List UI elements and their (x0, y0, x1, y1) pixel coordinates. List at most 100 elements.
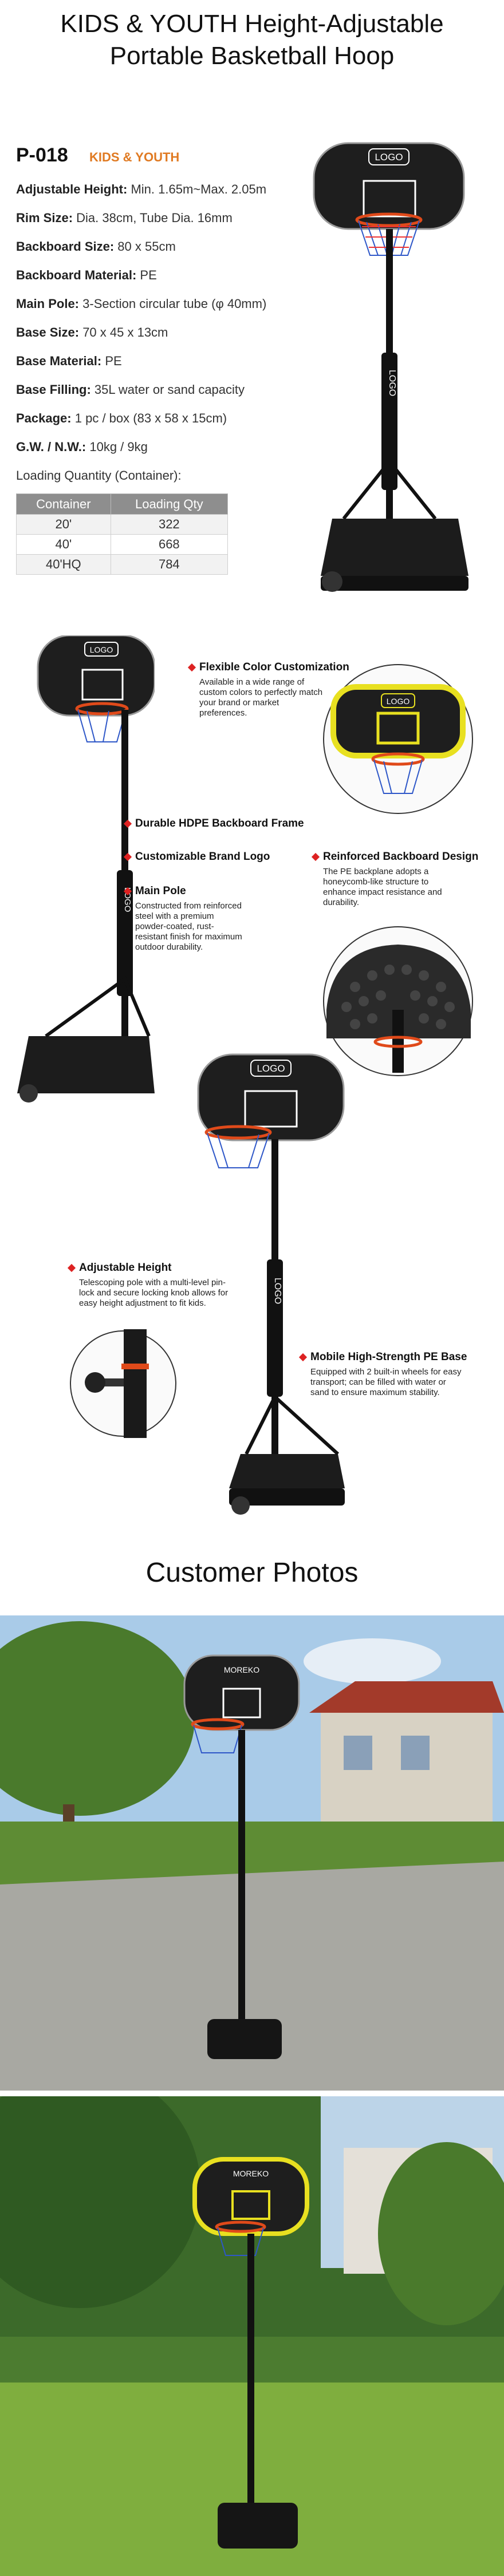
table-row: 40' 668 (16, 534, 229, 555)
net (193, 1725, 242, 1753)
base (321, 519, 468, 576)
inset-pin-lock (70, 1329, 176, 1438)
loading-quantity-table: Container Loading Qty 20' 322 40' 668 40… (16, 493, 229, 575)
backplane-surface (326, 945, 471, 1038)
logo-text: LOGO (375, 152, 403, 163)
callout-marker (67, 1263, 76, 1273)
pole (238, 1730, 245, 2050)
customer-photo-1: MOREKO (0, 1615, 504, 2091)
table-cell: 20' (16, 514, 111, 535)
net (207, 1133, 270, 1168)
model-subtitle: KIDS & YOUTH (89, 150, 180, 164)
feature-color-customization: Flexible Color Customization Available i… (187, 661, 361, 718)
callout-marker (187, 663, 196, 672)
table-cell: 668 (110, 534, 229, 555)
feature-main-pole: Main Pole Constructed from reinforced st… (123, 885, 262, 953)
net (373, 760, 423, 794)
feature-title: Reinforced Backboard Design (323, 851, 479, 863)
brand-text: MOREKO (233, 2169, 269, 2178)
spec-label: Rim Size: (16, 211, 73, 225)
feature-desc: Constructed from reinforced steel with a… (135, 901, 242, 952)
spec-row: Base Material: PE (16, 354, 122, 369)
base (229, 1454, 345, 1488)
spec-row: Package: 1 pc / box (83 x 58 x 15cm) (16, 411, 227, 426)
table-header: Container (16, 493, 111, 515)
rim (355, 212, 423, 227)
backboard (197, 1053, 345, 1141)
net (217, 2227, 264, 2256)
spec-value: 70 x 45 x 13cm (82, 325, 168, 339)
base (207, 2019, 282, 2059)
table-cell: 40' (16, 534, 111, 555)
backboard-target-square (81, 669, 124, 701)
spec-value: 1 pc / box (83 x 58 x 15cm) (74, 411, 227, 425)
spec-row: Rim Size: Dia. 38cm, Tube Dia. 16mm (16, 211, 233, 226)
pole-logo-text: LOGO (123, 887, 132, 912)
base-bottom (321, 576, 468, 591)
customer-photos-heading: Customer Photos (145, 1558, 359, 1588)
spec-value: PE (140, 268, 157, 282)
logo-text: LOGO (90, 645, 113, 654)
page-title: KIDS & YOUTH Height-Adjustable Portable … (0, 8, 504, 72)
spec-row: Base Filling: 35L water or sand capacity (16, 382, 245, 397)
feature-reinforced-backboard: Reinforced Backboard Design The PE backp… (311, 851, 496, 908)
spec-row: Adjustable Height: Min. 1.65m~Max. 2.05m (16, 182, 266, 197)
house-roof (309, 1681, 504, 1713)
support-brace (45, 976, 151, 1038)
logo-text: LOGO (387, 697, 410, 706)
house-window (401, 1736, 430, 1770)
pole-sleeve (117, 870, 133, 996)
backboard-target-square (363, 180, 416, 218)
logo-box (250, 1060, 292, 1077)
spec-label: Package: (16, 411, 72, 425)
yellow-backboard (330, 684, 466, 758)
feature-title: Adjustable Height (79, 1262, 172, 1274)
rim (191, 1718, 245, 1730)
wheel (231, 1496, 250, 1515)
rim (75, 702, 129, 716)
logo-box (381, 693, 415, 708)
spec-value: Dia. 38cm, Tube Dia. 16mm (76, 211, 233, 225)
cloud (304, 1638, 441, 1684)
pole-section (124, 1329, 147, 1438)
pole-ring (121, 1364, 149, 1369)
title-line-1: KIDS & YOUTH Height-Adjustable (60, 10, 444, 38)
logo-box (368, 148, 410, 165)
yellow-target-square (231, 2190, 270, 2220)
rim (371, 752, 425, 766)
table-header: Loading Qty (110, 493, 229, 515)
table-cell: 40'HQ (16, 554, 111, 575)
base (218, 2503, 298, 2549)
feature-hdpe-frame: Durable HDPE Backboard Frame (123, 817, 304, 830)
feature-desc: Equipped with 2 built-in wheels for easy… (310, 1367, 462, 1397)
spec-value: 10kg / 9kg (89, 440, 148, 454)
spec-value: PE (105, 354, 122, 368)
pole-sleeve (267, 1259, 283, 1397)
spec-label: Backboard Material: (16, 268, 137, 282)
support-brace (245, 1394, 340, 1456)
spec-row: Main Pole: 3-Section circular tube (φ 40… (16, 297, 266, 311)
spec-label: Backboard Size: (16, 239, 115, 254)
feature-title: Flexible Color Customization (199, 661, 349, 673)
callout-marker (123, 819, 132, 828)
spec-label: Adjustable Height: (16, 182, 128, 196)
feature-image-hoop-2: LOGO LOGO (197, 1053, 345, 1515)
pole (247, 2234, 254, 2531)
spec-value: 80 x 55cm (117, 239, 176, 254)
backboard (37, 635, 155, 717)
feature-adjustable-height: Adjustable Height Telescoping pole with … (67, 1262, 241, 1309)
rim (215, 2221, 266, 2233)
base (17, 1036, 155, 1093)
rim (204, 1125, 272, 1140)
backboard-target-square (244, 1090, 298, 1128)
spec-row: Backboard Material: PE (16, 268, 157, 283)
road (0, 1862, 504, 2091)
title-line-2: Portable Basketball Hoop (109, 42, 395, 70)
wheel (19, 1084, 38, 1103)
backboard-target-square (222, 1688, 261, 1718)
table-cell: 784 (110, 554, 229, 575)
customer-photo-2: MOREKO (0, 2096, 504, 2576)
spec-value: Min. 1.65m~Max. 2.05m (131, 182, 267, 196)
spec-label: Base Material: (16, 354, 102, 368)
feature-desc: Available in a wide range of custom colo… (199, 677, 323, 718)
